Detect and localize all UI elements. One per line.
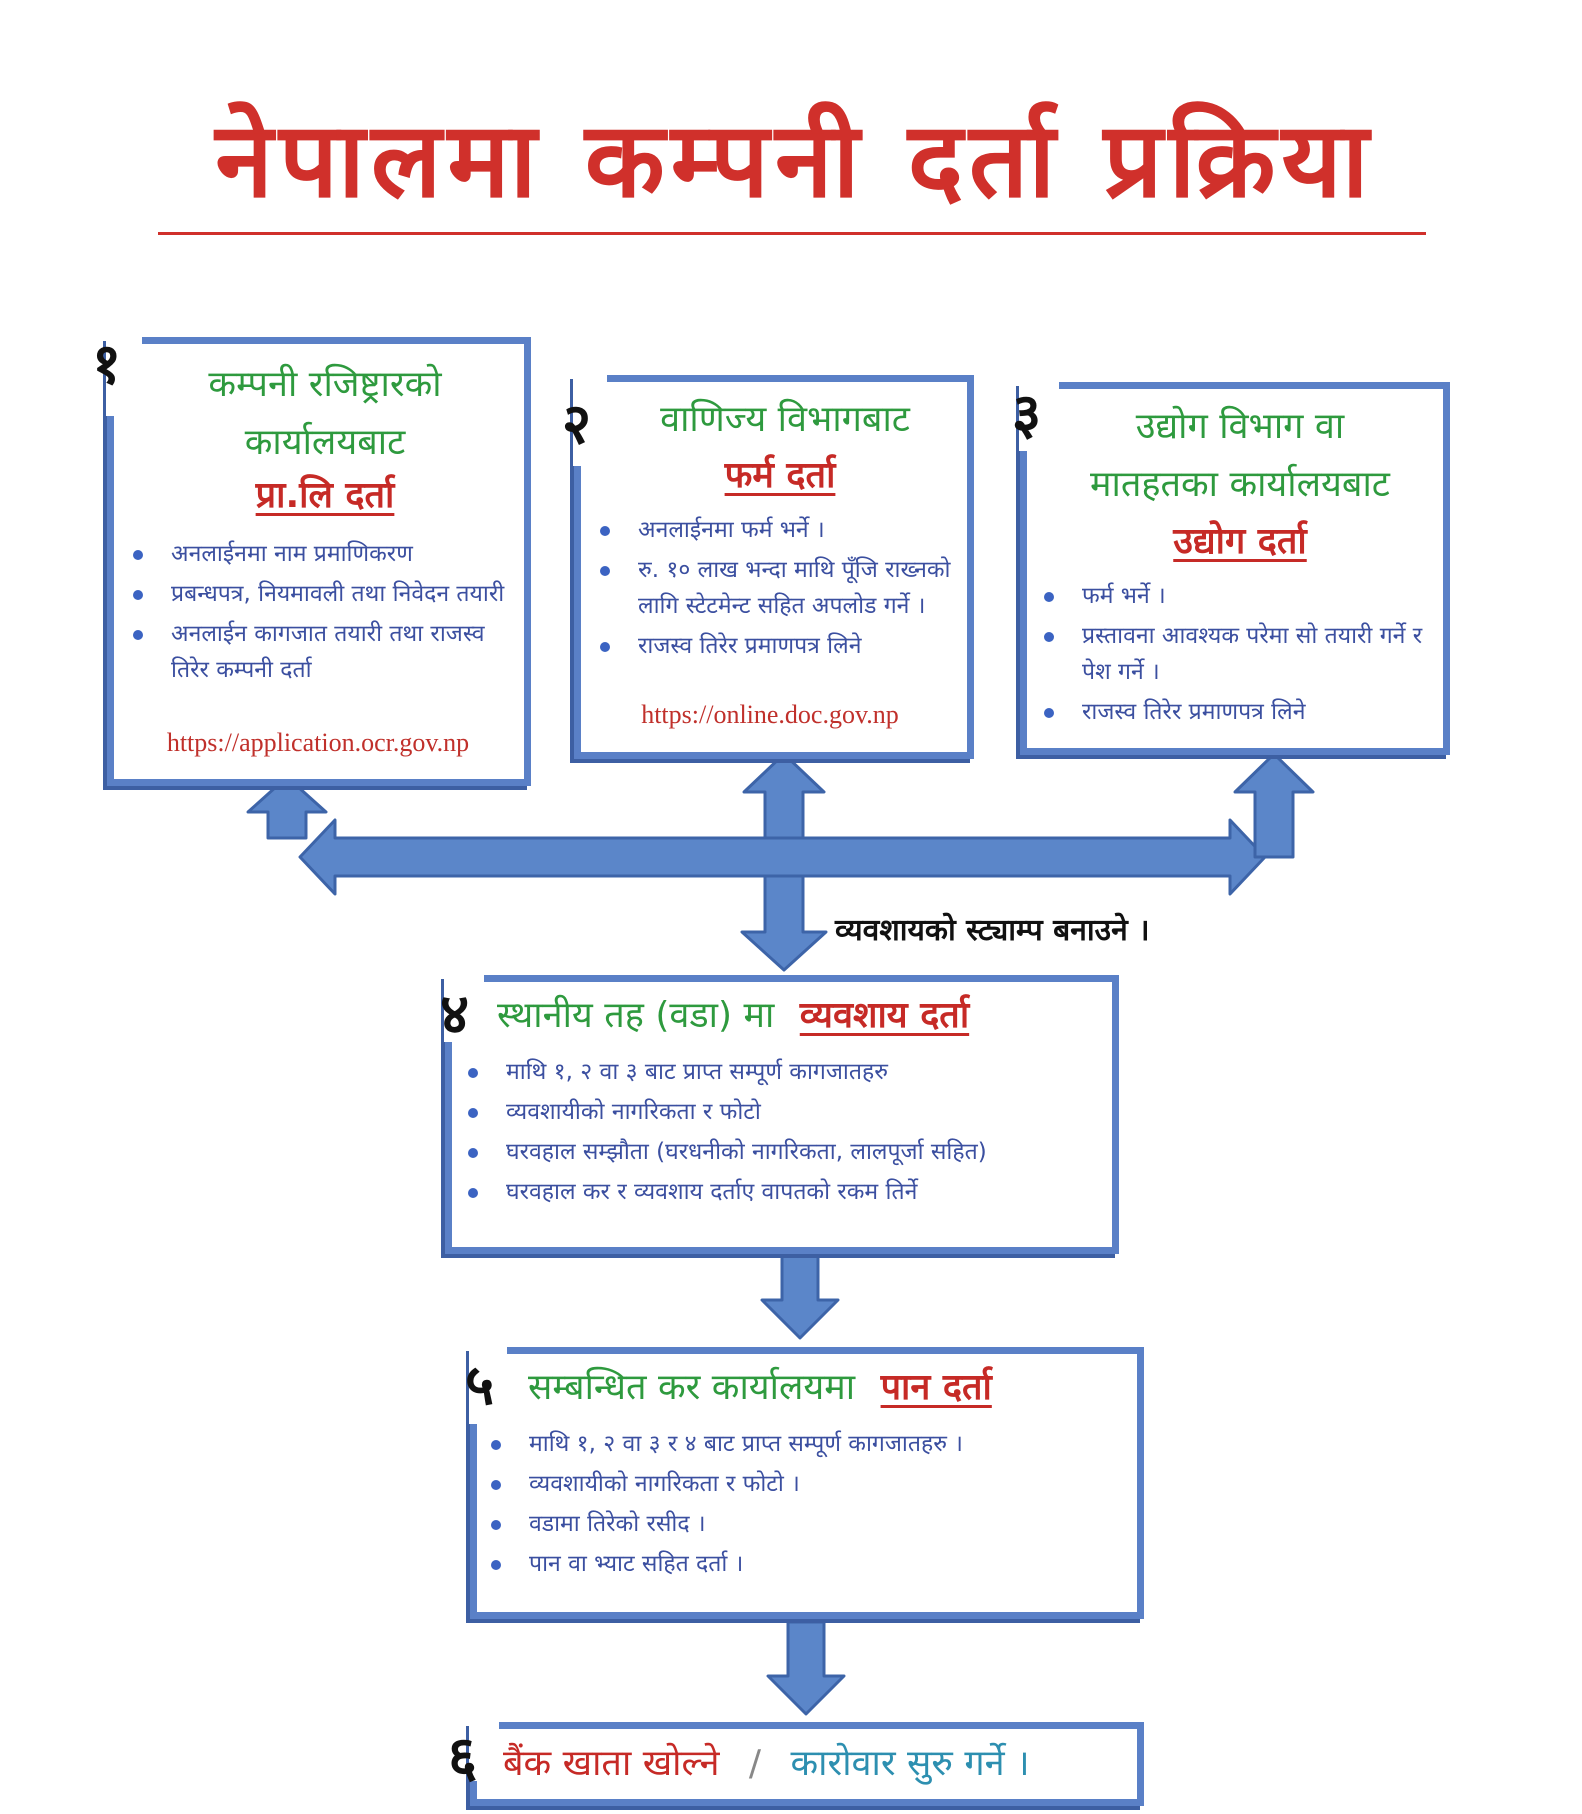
arrow-up-step1	[246, 775, 328, 840]
step-4-list: माथि १, २ वा ३ बाट प्राप्त सम्पूर्ण कागज…	[462, 1054, 1112, 1214]
list-item: माथि १, २ वा ३ बाट प्राप्त सम्पूर्ण कागज…	[462, 1054, 1112, 1090]
list-item: अनलाईन कागजात तयारी तथा राजस्व तिरेर कम्…	[127, 616, 507, 688]
step-5-number: ५	[465, 1353, 495, 1418]
step-2-box	[573, 374, 974, 759]
step-3-registration: उद्योग दर्ता	[1173, 521, 1307, 562]
step-1-number: १	[92, 332, 122, 397]
step-4-box	[444, 974, 1119, 1254]
page-title: नेपालमा कम्पनी दर्ता प्रक्रिया	[215, 99, 1375, 221]
step-3-heading: उद्योग विभाग वा मातहतका कार्यालयबाट	[1040, 398, 1440, 514]
step-1-heading: कम्पनी रजिष्ट्रारको कार्यालयबाट	[140, 356, 510, 472]
step-6-number: ६	[448, 1725, 478, 1790]
step-2-registration: फर्म दर्ता	[724, 455, 836, 496]
step-6-separator: /	[748, 1743, 762, 1784]
title-underline	[158, 232, 1426, 235]
step-3-heading-line-1: उद्योग विभाग वा	[1135, 406, 1345, 447]
list-item: रु. १० लाख भन्दा माथि पूँजि राख्नको लागि…	[594, 552, 964, 624]
step-6-box	[469, 1721, 1144, 1806]
step-4-heading-row: स्थानीय तह (वडा) मा व्यवशाय दर्ता	[497, 990, 1107, 1042]
step-4-heading: स्थानीय तह (वडा) मा	[497, 995, 775, 1036]
list-item: पान वा भ्याट सहित दर्ता ।	[485, 1546, 1135, 1582]
step-3-heading-line-2: मातहतका कार्यालयबाट	[1090, 464, 1390, 505]
list-item: अनलाईनमा फर्म भर्ने ।	[594, 512, 964, 548]
step-6-part2: कारोवार सुरु गर्ने ।	[790, 1743, 1030, 1784]
step-5-heading: सम्बन्धित कर कार्यालयमा	[528, 1367, 856, 1408]
step-5-registration: पान दर्ता	[880, 1367, 992, 1408]
list-item: घरवहाल सम्झौता (घरधनीको नागरिकता, लालपूर…	[462, 1134, 1112, 1170]
list-item: व्यवशायीको नागरिकता र फोटो ।	[485, 1466, 1135, 1502]
arrow-up-step2	[742, 752, 826, 840]
arrow-down-step5	[760, 1252, 840, 1340]
step-2-number: २	[562, 392, 592, 457]
list-item: फर्म भर्ने ।	[1038, 578, 1438, 614]
step-1-list: अनलाईनमा नाम प्रमाणिकरण प्रबन्धपत्र, निय…	[127, 536, 507, 692]
list-item: वडामा तिरेको रसीद ।	[485, 1506, 1135, 1542]
step-2-list: अनलाईनमा फर्म भर्ने । रु. १० लाख भन्दा म…	[594, 512, 964, 668]
step-1-heading-line-2: कार्यालयबाट	[244, 422, 406, 463]
list-item: माथि १, २ वा ३ र ४ बाट प्राप्त सम्पूर्ण …	[485, 1426, 1135, 1462]
step-4-number: ४	[440, 982, 470, 1047]
list-item: राजस्व तिरेर प्रमाणपत्र लिने	[1038, 694, 1438, 730]
list-item: व्यवशायीको नागरिकता र फोटो	[462, 1094, 1112, 1130]
step-6-text: बैंक खाता खोल्ने / कारोवार सुरु गर्ने ।	[503, 1738, 1143, 1790]
step-4-registration: व्यवशाय दर्ता	[799, 995, 970, 1036]
step-5-list: माथि १, २ वा ३ र ४ बाट प्राप्त सम्पूर्ण …	[485, 1426, 1135, 1586]
list-item: प्रबन्धपत्र, नियमावली तथा निवेदन तयारी	[127, 576, 507, 612]
list-item: अनलाईनमा नाम प्रमाणिकरण	[127, 536, 507, 572]
step-6-part1: बैंक खाता खोल्ने	[503, 1743, 720, 1784]
step-1-registration: प्रा.लि दर्ता	[255, 475, 395, 516]
list-item: घरवहाल कर र व्यवशाय दर्ताए वापतको रकम ति…	[462, 1174, 1112, 1210]
step-3-box	[1019, 381, 1450, 755]
step-1-heading-line-1: कम्पनी रजिष्ट्रारको	[208, 364, 442, 405]
step-5-box	[469, 1346, 1144, 1619]
arrow-up-step3	[1233, 752, 1315, 859]
step-1-url[interactable]: https://application.ocr.gov.np	[166, 728, 470, 757]
step-5-heading-row: सम्बन्धित कर कार्यालयमा पान दर्ता	[528, 1362, 1128, 1414]
arrow-down-step6	[766, 1620, 846, 1716]
step-3-number: ३	[1012, 382, 1042, 447]
step-3-list: फर्म भर्ने । प्रस्तावना आवश्यक परेमा सो …	[1038, 578, 1438, 734]
step-1-box	[106, 336, 531, 786]
step-2-url[interactable]: https://online.doc.gov.np	[641, 700, 899, 729]
step-2-heading-line-1: वाणिज्य विभागबाट	[660, 399, 910, 440]
list-item: प्रस्तावना आवश्यक परेमा सो तयारी गर्ने र…	[1038, 618, 1438, 690]
stamp-note: व्यवशायको स्ट्याम्प बनाउने ।	[835, 913, 1150, 948]
list-item: राजस्व तिरेर प्रमाणपत्र लिने	[594, 628, 964, 664]
step-2-heading: वाणिज्य विभागबाट	[610, 392, 960, 448]
arrow-down-step4	[740, 874, 828, 972]
